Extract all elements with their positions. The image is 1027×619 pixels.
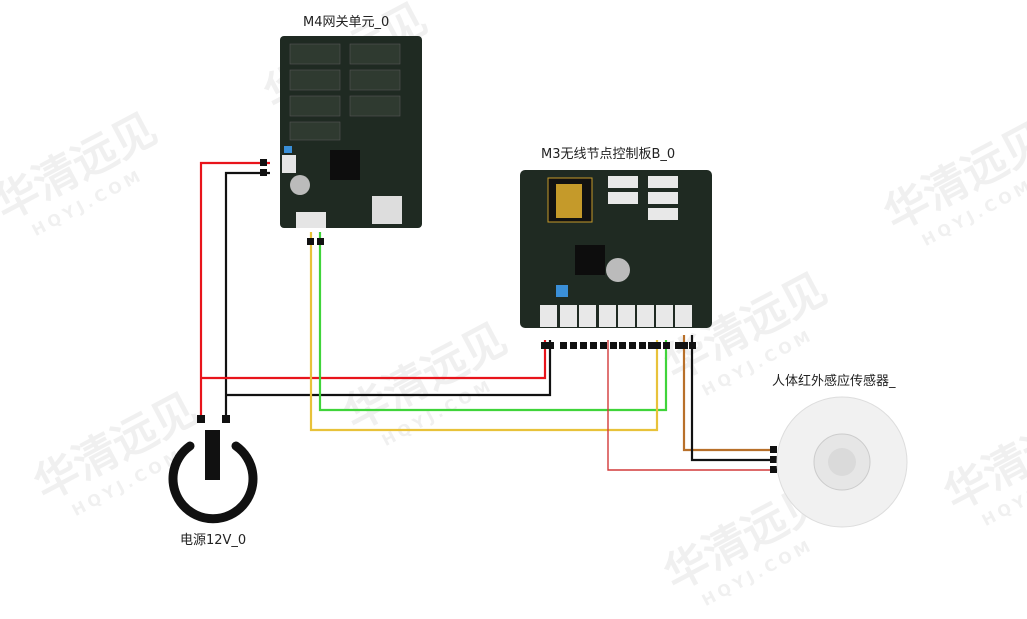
wire-green [318, 232, 668, 412]
wire-red-power [199, 161, 270, 420]
wire-black-power [224, 171, 270, 420]
wiring-diagram [168, 36, 908, 528]
wire-black-m3 [226, 340, 552, 397]
m3-node-board [520, 170, 712, 328]
m4-gateway-label: M4网关单元_0 [303, 15, 390, 30]
wire-yellow [309, 232, 659, 432]
wire-thin-red [607, 340, 775, 471]
power-icon [168, 430, 258, 524]
power-label: 电源12V_0 [180, 533, 247, 548]
pir-sensor [776, 396, 908, 528]
wire-red-m3 [201, 340, 547, 380]
m4-gateway-board [280, 36, 422, 228]
wire-black-sensor [690, 335, 775, 462]
pir-sensor-label: 人体红外感应传感器_ [772, 374, 896, 389]
m3-node-board-label: M3无线节点控制板B_0 [541, 147, 676, 162]
wires [199, 161, 775, 471]
wire-brown [682, 335, 775, 452]
connector-dots [197, 159, 777, 473]
